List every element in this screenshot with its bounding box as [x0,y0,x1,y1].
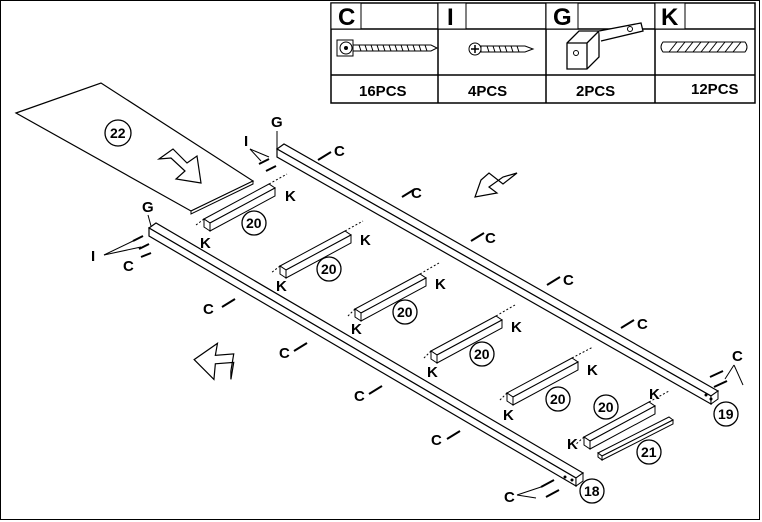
callout-k: K [503,407,514,424]
part-number-20: 20 [321,261,337,277]
callout-c: C [563,272,574,289]
hardware-letter-k: K [661,4,679,31]
callout-k: K [276,278,287,295]
callout-c: C [279,345,290,362]
callout-g: G [271,114,283,131]
leader-lines [103,131,744,499]
callout-i: I [91,248,95,265]
callout-k: K [285,188,296,205]
callout-i: I [244,133,248,150]
part-number-21: 21 [641,444,657,460]
hardware-qty-c: 16PCS [359,83,407,100]
callout-k: K [649,386,660,403]
hardware-qty-g: 2PCS [576,83,615,100]
wooden-dowel-icon [660,41,748,53]
part-number-20: 20 [397,304,413,320]
wood-screw-icon [468,42,535,56]
dowel-lines [195,173,670,446]
hardware-table: C I G K 16PCS 4PCS 2PCS 12PCS [330,2,756,104]
part-number-20: 20 [474,346,490,362]
callout-c: C [637,316,648,333]
part-number-20: 20 [550,391,566,407]
callout-k: K [511,319,522,336]
slat-20: 20 [506,357,579,412]
part-number-22: 22 [110,125,126,141]
arrow-icon [156,148,202,184]
slat-20: 20 [430,315,503,367]
hardware-letter-c: C [338,4,355,31]
part-number-20: 20 [246,215,262,231]
right-rail-19: 19 [275,143,739,427]
hardware-qty-i: 4PCS [468,83,507,100]
slat-20: 20 [354,273,427,325]
arrow-icon [193,342,235,381]
callout-c: C [123,258,134,275]
callout-c: C [732,348,743,365]
callout-c: C [203,301,214,318]
screw-i-icon [132,158,728,498]
part-number-19: 19 [718,406,734,422]
callout-k: K [351,321,362,338]
hardware-letter-i: I [447,4,454,31]
part-number-20: 20 [598,399,614,415]
screw-c-icon [221,151,635,440]
callout-c: C [334,143,345,160]
hardware-letter-g: G [553,4,572,31]
callout-k: K [435,276,446,293]
callout-c: C [485,230,496,247]
callout-k: K [587,362,598,379]
callout-c: C [411,185,422,202]
part-number-18: 18 [584,483,600,499]
callout-k: K [427,364,438,381]
hardware-qty-k: 12PCS [691,81,739,98]
slat-20: 20 [583,394,656,450]
callout-k: K [567,436,578,453]
end-slat-21: 21 [597,416,674,465]
left-rail-18: 18 [147,222,605,504]
slat-20: 20 [279,230,352,282]
callout-c: C [504,489,515,506]
long-screw-icon [336,39,439,57]
panel-22: 22 [14,82,255,215]
callout-k: K [360,232,371,249]
corner-bracket-icon [566,22,644,70]
callout-k: K [200,235,211,252]
callout-g: G [142,199,154,216]
slat-20: 20 [203,183,276,236]
callout-c: C [354,388,365,405]
arrow-icon [474,172,518,198]
callout-c: C [431,432,442,449]
